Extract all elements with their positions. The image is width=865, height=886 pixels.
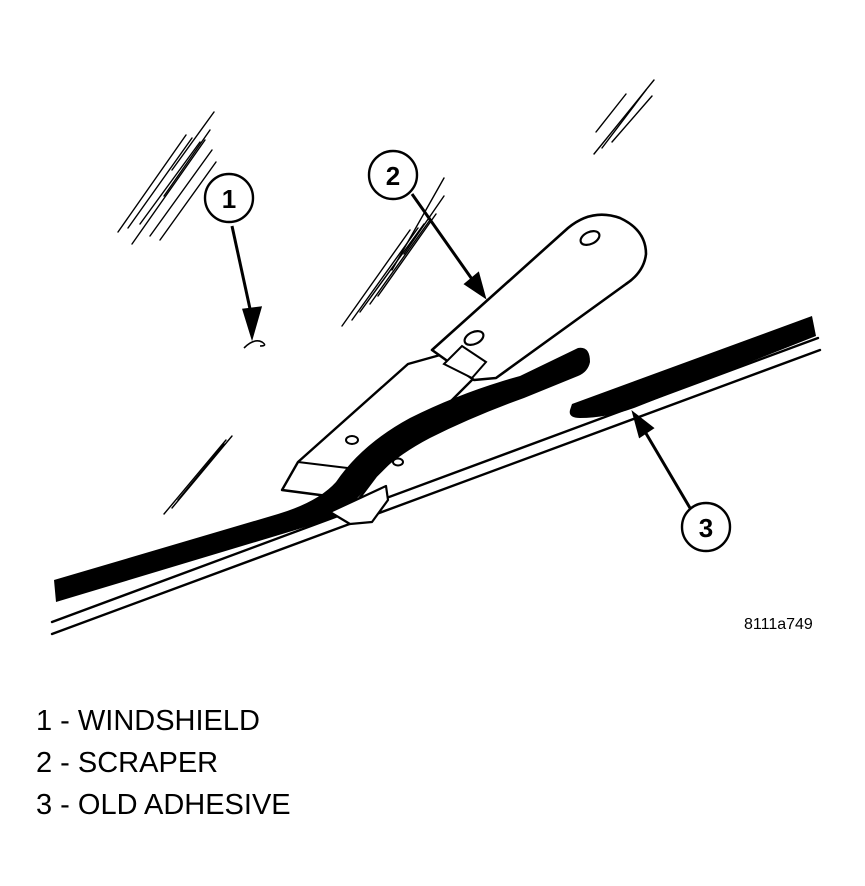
windshield-diagram: 1 2 3 <box>50 79 822 636</box>
legend-item-windshield: 1 - WINDSHIELD <box>36 705 260 737</box>
legend: 1 - WINDSHIELD 2 - SCRAPER 3 - OLD ADHES… <box>36 700 291 826</box>
callout-1: 1 <box>203 172 255 224</box>
callout-number-2: 2 <box>386 161 400 191</box>
callout-circle <box>203 172 255 224</box>
glass-reflection-marks <box>117 79 655 515</box>
scraper-tip <box>328 484 390 526</box>
callout-circle <box>680 501 732 553</box>
legend-item-scraper: 2 - SCRAPER <box>36 747 219 779</box>
old-adhesive-bead-left <box>54 347 590 602</box>
scraper-handle <box>430 213 648 382</box>
callout-3: 3 <box>680 501 732 553</box>
old-adhesive-bead-right <box>569 316 816 418</box>
blade-rivet-1 <box>345 435 359 445</box>
legend-item-old-adhesive: 3 - OLD ADHESIVE <box>36 789 291 821</box>
callout-number-3: 3 <box>699 513 713 543</box>
figure-id: 8111a749 <box>744 616 813 633</box>
callout-number-1: 1 <box>222 184 236 214</box>
callout-2: 2 <box>367 149 419 201</box>
leader-arrows <box>230 193 692 509</box>
windshield-pointer-mark <box>243 340 266 349</box>
callout-circle <box>367 149 419 201</box>
handle-hole-bottom <box>463 330 485 346</box>
blade-rivet-2 <box>392 457 404 467</box>
handle-hole-top <box>579 230 601 246</box>
